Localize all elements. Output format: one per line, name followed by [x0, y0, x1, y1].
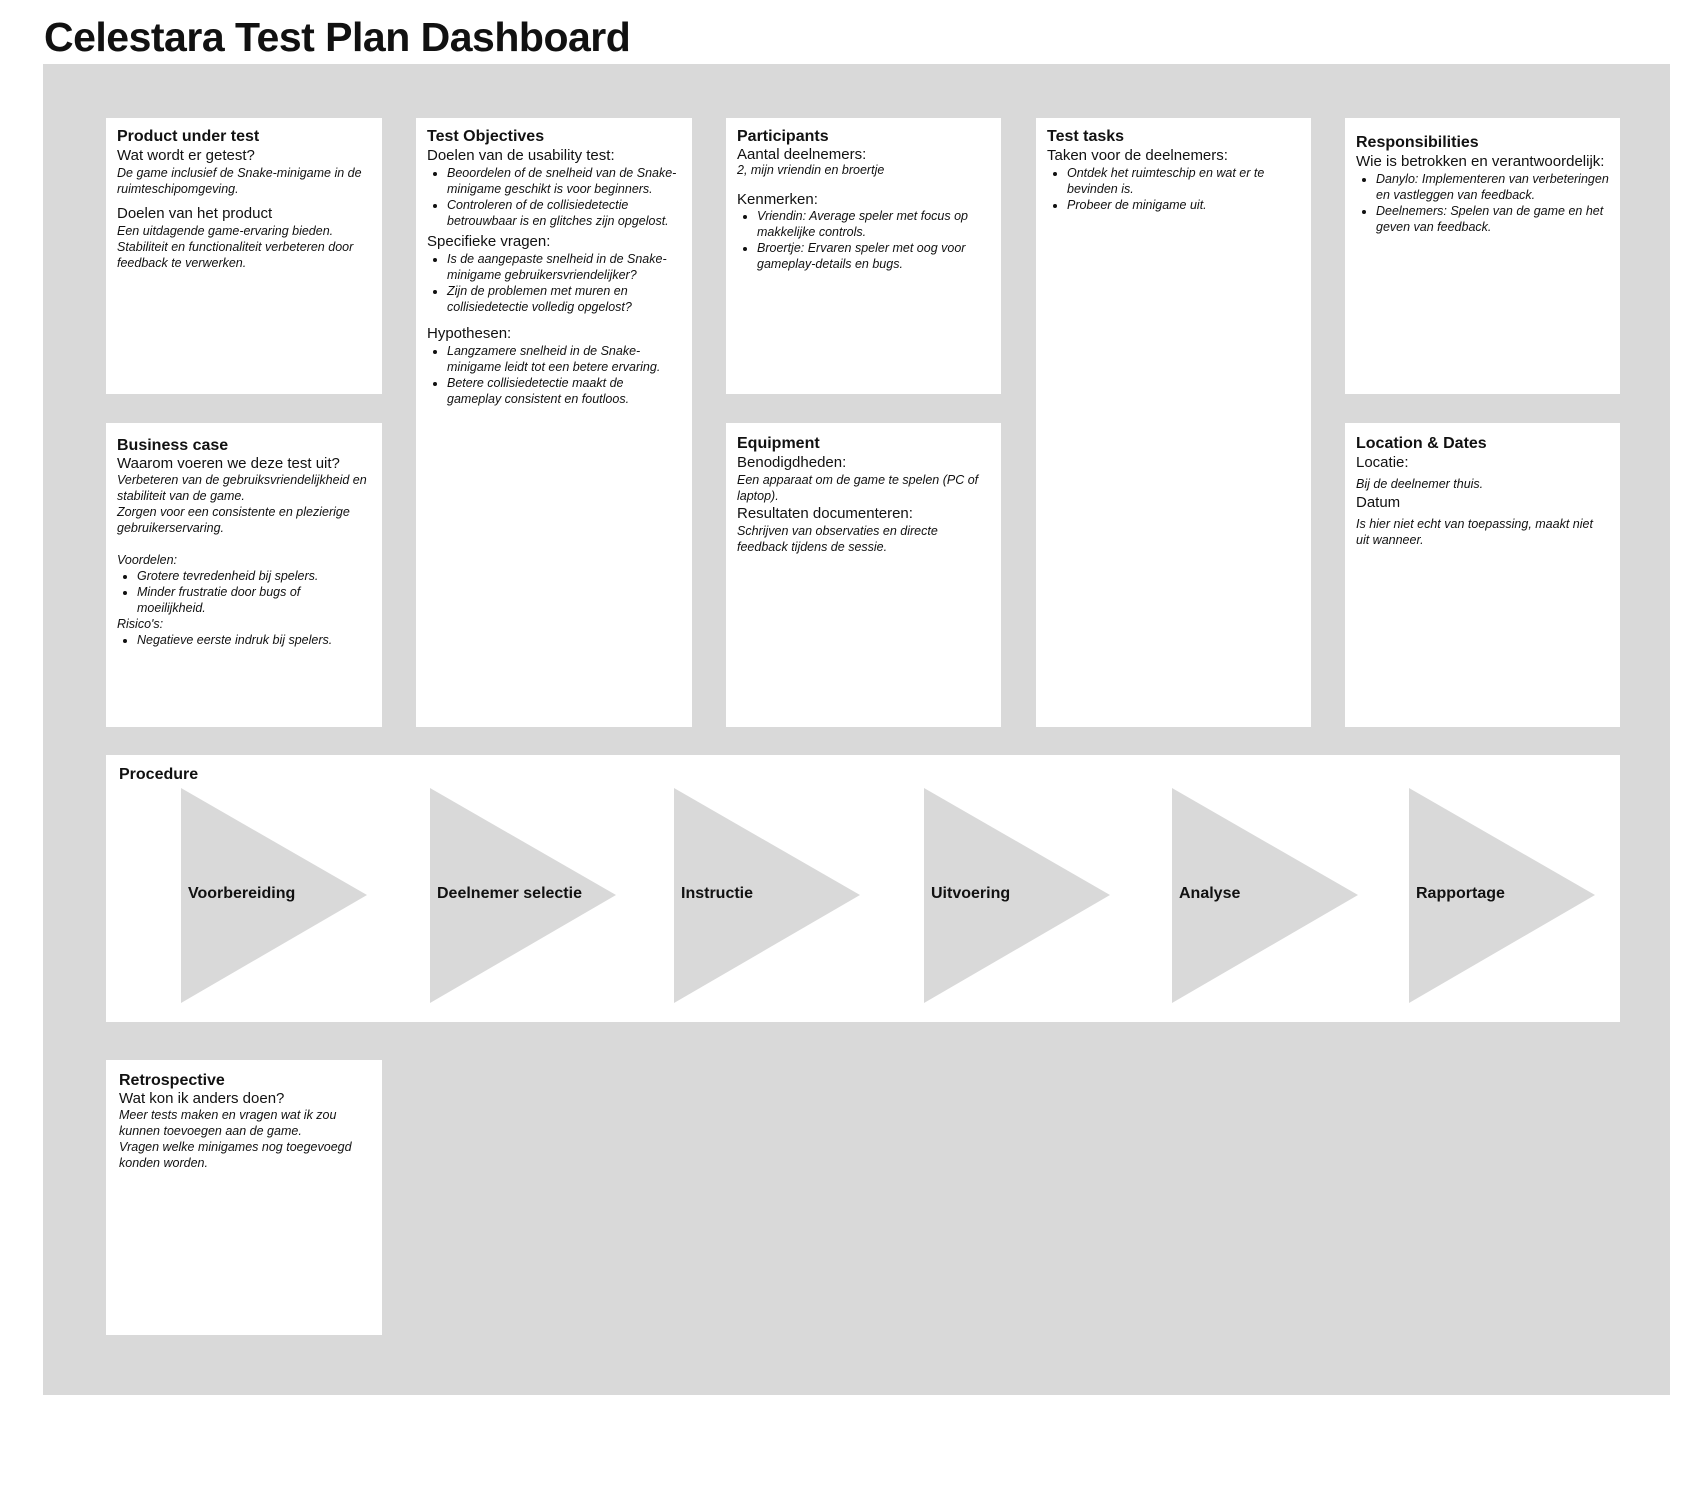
list-item: Danylo: Implementeren van verbeteringen … [1376, 171, 1609, 203]
question: Doelen van de usability test: [427, 147, 615, 164]
answer: De game inclusief de Snake-minigame in d… [117, 166, 362, 196]
list-item: Probeer de minigame uit. [1067, 197, 1300, 213]
answer: Schrijven van observaties en directe fee… [737, 524, 938, 554]
list-item: Is de aangepaste snelheid in de Snake-mi… [447, 251, 681, 283]
card-participants: Participants Aantal deelnemers: 2, mijn … [726, 118, 1001, 394]
card-product-under-test: Product under test Wat wordt er getest? … [106, 118, 382, 394]
list-item: Beoordelen of de snelheid van de Snake-m… [447, 165, 681, 197]
arrow-shape [430, 788, 616, 1003]
question: Locatie: [1356, 454, 1409, 471]
answer: Zorgen voor een consistente en plezierig… [117, 505, 350, 535]
procedure-step: Uitvoering [924, 788, 1110, 1003]
card-heading: Test tasks [1047, 128, 1125, 145]
question: Waarom voeren we deze test uit? [117, 455, 340, 472]
step-label: Deelnemer selectie [437, 885, 582, 902]
card-equipment: Equipment Benodigdheden: Een apparaat om… [726, 423, 1001, 727]
questions-list: Is de aangepaste snelheid in de Snake-mi… [427, 251, 681, 315]
card-test-tasks: Test tasks Taken voor de deelnemers: Ont… [1036, 118, 1311, 727]
card-heading: Equipment [737, 435, 820, 452]
goals-list: Beoordelen of de snelheid van de Snake-m… [427, 165, 681, 229]
card-heading: Responsibilities [1356, 134, 1479, 151]
question: Resultaten documenteren: [737, 505, 913, 522]
answer: Een apparaat om de game te spelen (PC of… [737, 473, 979, 503]
step-label: Uitvoering [931, 885, 1011, 902]
list-item: Controleren of de collisiedetectie betro… [447, 197, 681, 229]
arrow-shape [1409, 788, 1595, 1003]
card-heading: Participants [737, 128, 829, 145]
list-item: Betere collisiedetectie maakt de gamepla… [447, 375, 681, 407]
question: Datum [1356, 494, 1401, 511]
answer: 2, mijn vriendin en broertje [737, 163, 885, 177]
procedure-step: Rapportage [1409, 788, 1595, 1003]
page-title: Celestara Test Plan Dashboard [44, 14, 631, 60]
question: Kenmerken: [737, 191, 818, 208]
list-item: Vriendin: Average speler met focus op ma… [757, 208, 990, 240]
question: Benodigdheden: [737, 454, 847, 471]
procedure-step: Analyse [1172, 788, 1358, 1003]
list-item: Grotere tevredenheid bij spelers. [137, 568, 371, 584]
card-business-case: Business case Waarom voeren we deze test… [106, 423, 382, 727]
risks-list: Negatieve eerste indruk bij spelers. [117, 632, 371, 648]
step-label: Rapportage [1416, 885, 1505, 902]
pros-label: Voordelen: [117, 553, 177, 567]
risks-label: Risico's: [117, 617, 164, 631]
answer: Meer tests maken en vragen wat ik zou ku… [119, 1108, 337, 1138]
list-item: Minder frustratie door bugs of moeilijkh… [137, 584, 371, 616]
question: Wat kon ik anders doen? [119, 1090, 285, 1107]
question: Aantal deelnemers: [737, 146, 867, 163]
question: Wat wordt er getest? [117, 147, 255, 164]
card-heading: Test Objectives [427, 128, 545, 145]
card-heading: Retrospective [119, 1072, 225, 1089]
arrow-shape [1172, 788, 1358, 1003]
arrow-shape [181, 788, 367, 1003]
question: Specifieke vragen: [427, 233, 551, 250]
procedure-step: Deelnemer selectie [430, 788, 616, 1003]
answer: Vragen welke minigames nog toegevoegd ko… [119, 1140, 352, 1170]
question: Taken voor de deelnemers: [1047, 147, 1228, 164]
question: Wie is betrokken en verantwoordelijk: [1356, 153, 1605, 170]
procedure-step: Instructie [674, 788, 860, 1003]
answer: Is hier niet echt van toepassing, maakt … [1356, 517, 1593, 547]
card-heading: Product under test [117, 128, 260, 145]
procedure-step: Voorbereiding [181, 788, 367, 1003]
step-label: Voorbereiding [188, 885, 296, 902]
step-label: Instructie [681, 885, 754, 902]
list-item: Deelnemers: Spelen van de game en het ge… [1376, 203, 1609, 235]
pros-list: Grotere tevredenheid bij spelers. Minder… [117, 568, 371, 616]
list-item: Ontdek het ruimteschip en wat er te bevi… [1067, 165, 1300, 197]
answer: Bij de deelnemer thuis. [1356, 477, 1484, 491]
arrow-shape [674, 788, 860, 1003]
tasks-list: Ontdek het ruimteschip en wat er te bevi… [1047, 165, 1300, 213]
question: Doelen van het product [117, 205, 273, 222]
answer: Verbeteren van de gebruiksvriendelijkhei… [117, 473, 367, 503]
card-heading: Procedure [119, 766, 199, 783]
card-location-dates: Location & Dates Locatie: Bij de deelnem… [1345, 423, 1620, 727]
list-item: Negatieve eerste indruk bij spelers. [137, 632, 371, 648]
question: Hypothesen: [427, 325, 512, 342]
list-item: Langzamere snelheid in de Snake-minigame… [447, 343, 681, 375]
arrow-shape [924, 788, 1110, 1003]
card-heading: Business case [117, 437, 229, 454]
responsibilities-list: Danylo: Implementeren van verbeteringen … [1356, 171, 1609, 235]
card-heading: Location & Dates [1356, 435, 1487, 452]
list-item: Broertje: Ervaren speler met oog voor ga… [757, 240, 990, 272]
card-procedure: Procedure Voorbereiding Deelnemer select… [106, 755, 1620, 1022]
card-test-objectives: Test Objectives Doelen van de usability … [416, 118, 692, 727]
step-label: Analyse [1179, 885, 1241, 902]
list-item: Zijn de problemen met muren en collisied… [447, 283, 681, 315]
hypotheses-list: Langzamere snelheid in de Snake-minigame… [427, 343, 681, 407]
answer: Een uitdagende game-ervaring bieden. Sta… [117, 224, 354, 270]
card-responsibilities: Responsibilities Wie is betrokken en ver… [1345, 118, 1620, 394]
participants-list: Vriendin: Average speler met focus op ma… [737, 208, 990, 272]
card-retrospective: Retrospective Wat kon ik anders doen? Me… [106, 1060, 382, 1335]
